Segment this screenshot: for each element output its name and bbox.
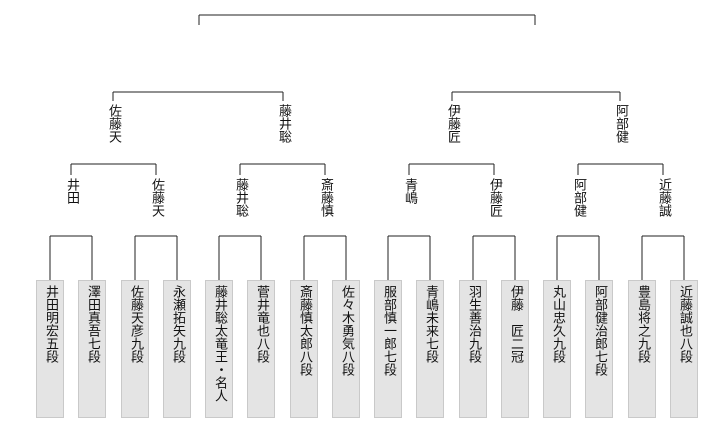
quarterfinalist-name: 阿部健: [571, 178, 586, 217]
quarterfinalist-name: 伊藤匠: [487, 178, 502, 217]
player-cell: 羽生善治九段: [459, 280, 487, 418]
semifinalist-name: 伊藤匠: [445, 104, 460, 143]
player-cell: 近藤誠也八段: [670, 280, 698, 418]
semifinalist-name: 藤井聡: [276, 104, 291, 143]
player-cell: 斎藤慎太郎八段: [290, 280, 318, 418]
player-cell: 阿部健治郎七段: [585, 280, 613, 418]
player-name: 佐々木勇気八段: [339, 285, 354, 376]
player-name: 斎藤慎太郎八段: [297, 285, 312, 376]
player-name: 佐藤天彦九段: [128, 285, 143, 363]
player-name: 羽生善治九段: [466, 285, 481, 363]
player-name: 伊藤 匠二冠: [508, 285, 523, 363]
player-name: 永瀬拓矢九段: [170, 285, 185, 363]
player-name: 服部慎一郎七段: [381, 285, 396, 376]
player-cell: 澤田真吾七段: [78, 280, 106, 418]
player-cell: 佐々木勇気八段: [332, 280, 360, 418]
player-cell: 服部慎一郎七段: [374, 280, 402, 418]
quarterfinalist-name: 井田: [64, 178, 79, 204]
player-name: 菅井竜也八段: [254, 285, 269, 363]
player-name: 近藤誠也八段: [677, 285, 692, 363]
player-cell: 丸山忠久九段: [543, 280, 571, 418]
quarterfinalist-name: 青嶋: [402, 178, 417, 204]
player-cell: 豊島将之九段: [628, 280, 656, 418]
semifinalist-name: 阿部健: [613, 104, 628, 143]
player-name: 丸山忠久九段: [550, 285, 565, 363]
quarterfinalist-name: 藤井聡: [233, 178, 248, 217]
player-cell: 藤井聡太竜王・名人: [205, 280, 233, 418]
player-cell: 永瀬拓矢九段: [163, 280, 191, 418]
quarterfinalist-name: 近藤誠: [656, 178, 671, 217]
semifinalist-name: 佐藤天: [106, 104, 121, 143]
player-cell: 井田明宏五段: [36, 280, 64, 418]
player-cell: 菅井竜也八段: [247, 280, 275, 418]
player-name: 澤田真吾七段: [85, 285, 100, 363]
quarterfinalist-name: 斎藤慎: [318, 178, 333, 217]
player-cell: 佐藤天彦九段: [121, 280, 149, 418]
quarterfinalist-name: 佐藤天: [149, 178, 164, 217]
player-name: 藤井聡太竜王・名人: [212, 285, 227, 402]
player-cell: 伊藤 匠二冠: [501, 280, 529, 418]
player-name: 阿部健治郎七段: [592, 285, 607, 376]
player-name: 豊島将之九段: [635, 285, 650, 363]
player-name: 井田明宏五段: [43, 285, 58, 363]
player-cell: 青嶋未来七段: [416, 280, 444, 418]
player-name: 青嶋未来七段: [423, 285, 438, 363]
